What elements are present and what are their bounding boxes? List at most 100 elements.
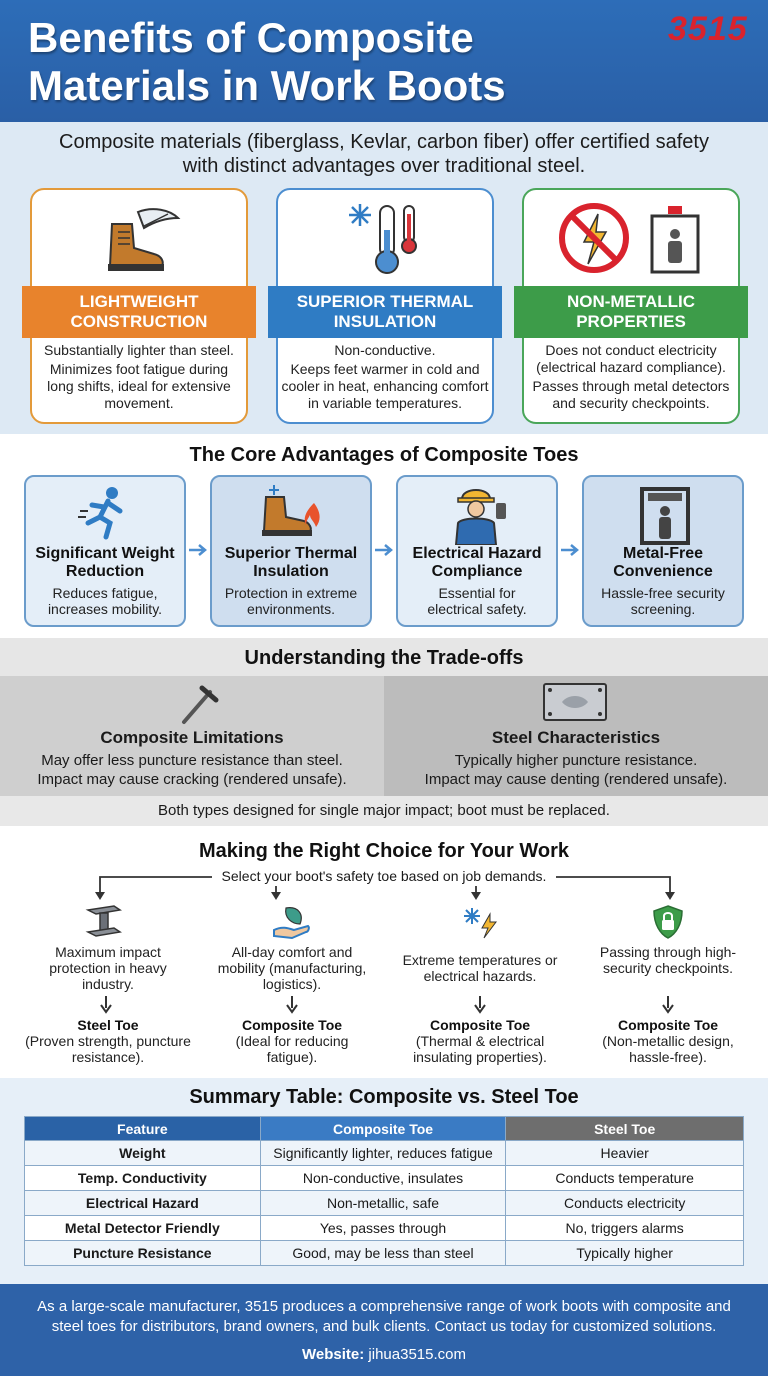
steel-characteristics-title: Steel Characteristics xyxy=(491,728,661,747)
choice-flow-lines xyxy=(95,876,675,900)
tradeoffs-note-band xyxy=(0,796,768,826)
running-person-icon xyxy=(78,487,123,540)
table-header-steel: Steel Toe xyxy=(505,1116,744,1141)
table-row: Temp. Conductivity Non-conductive, insul… xyxy=(24,1165,744,1191)
table-cell-feature: Electrical Hazard xyxy=(24,1190,261,1216)
adv-card-thermal xyxy=(210,475,372,627)
boot-feather-icon xyxy=(108,208,181,271)
hand-leaf-icon xyxy=(273,907,310,940)
header-banner xyxy=(0,0,768,122)
choice-reason-heavy: (Proven strength, puncture resistance). xyxy=(25,1033,191,1065)
adv-title-thermal: Superior Thermal Insulation xyxy=(224,545,358,580)
steel-beam-icon xyxy=(85,905,122,937)
adv-title-electrical: Electrical Hazard Compliance xyxy=(412,545,542,580)
website-link[interactable]: jihua3515.com xyxy=(368,1346,466,1363)
title-line-1: Benefits of Composite xyxy=(28,14,474,61)
boot-snow-fire-icon xyxy=(262,485,320,536)
nail-icon xyxy=(182,685,219,724)
table-header-row: Feature Composite Toe Steel Toe xyxy=(24,1116,744,1141)
adv-card-electrical xyxy=(396,475,558,627)
table-cell-steel: Typically higher xyxy=(505,1240,744,1266)
table-row: Electrical Hazard Non-metallic, safe Con… xyxy=(24,1190,744,1216)
choice-reason-extreme: (Thermal & electrical insulating propert… xyxy=(413,1033,547,1065)
summary-table: Feature Composite Toe Steel Toe Weight S… xyxy=(24,1116,744,1266)
adv-title-weight: Significant Weight Reduction xyxy=(35,545,175,580)
table-cell-feature: Metal Detector Friendly xyxy=(24,1215,261,1241)
choice-rec-heavy: Steel Toe xyxy=(77,1017,139,1033)
tradeoffs-title: Understanding the Trade-offs xyxy=(244,647,524,669)
table-cell-composite: Good, may be less than steel xyxy=(259,1240,507,1266)
arrow-down-icon xyxy=(662,996,674,1014)
card-thermal-text: Non-conductive. Keeps feet warmer in col… xyxy=(281,342,489,411)
table-cell-composite: Non-metallic, safe xyxy=(259,1190,507,1216)
adv-card-metal-free xyxy=(582,475,744,627)
adv-text-weight: Reduces fatigue, increases mobility. xyxy=(47,585,163,617)
choice-condition-heavy: Maximum impact protection in heavy indus… xyxy=(49,944,167,992)
composite-limitations-panel xyxy=(0,676,384,796)
choice-condition-security: Passing through high-security checkpoint… xyxy=(599,944,737,976)
table-cell-steel: No, triggers alarms xyxy=(505,1215,744,1241)
adv-text-thermal: Protection in extreme environments. xyxy=(224,585,358,617)
core-title: The Core Advantages of Composite Toes xyxy=(189,444,579,466)
choice-condition-extreme: Extreme temperatures or electrical hazar… xyxy=(402,952,558,984)
choice-title: Making the Right Choice for Your Work xyxy=(198,840,570,862)
table-header-composite: Composite Toe xyxy=(259,1116,507,1141)
adv-card-weight xyxy=(24,475,186,627)
choice-condition-comfort: All-day comfort and mobility (manufactur… xyxy=(217,944,367,992)
intro-text: Composite materials (fiberglass, Kevlar,… xyxy=(59,131,709,177)
table-cell-composite: Significantly lighter, reduces fatigue xyxy=(259,1140,507,1166)
snowflake-bolt-icon xyxy=(464,908,497,939)
arrow-down-icon xyxy=(474,996,486,1014)
table-cell-composite: Yes, passes through xyxy=(259,1215,507,1241)
footer-website: Website: jihua3515.com xyxy=(0,1346,768,1363)
choice-reason-comfort: (Ideal for reducing fatigue). xyxy=(235,1033,349,1065)
table-cell-steel: Conducts electricity xyxy=(505,1190,744,1216)
card-non-metallic-text: Does not conduct electricity (electrical… xyxy=(532,342,730,411)
choice-reason-security: (Non-metallic design, hassle-free). xyxy=(602,1033,734,1065)
arrow-down-icon xyxy=(286,996,298,1014)
arrow-right-icon xyxy=(561,544,579,556)
no-electricity-metal-detector-icon xyxy=(559,203,700,274)
table-cell-steel: Heavier xyxy=(505,1140,744,1166)
composite-limitations-title: Composite Limitations xyxy=(100,728,284,747)
table-cell-composite: Non-conductive, insulates xyxy=(259,1165,507,1191)
table-row: Weight Significantly lighter, reduces fa… xyxy=(24,1140,744,1166)
adv-text-electrical: Essential for electrical safety. xyxy=(427,585,527,617)
steel-characteristics-panel xyxy=(384,676,768,796)
website-label: Website: xyxy=(302,1346,365,1363)
table-cell-feature: Puncture Resistance xyxy=(24,1240,261,1266)
table-row: Puncture Resistance Good, may be less th… xyxy=(24,1240,744,1266)
table-header-feature: Feature xyxy=(24,1116,261,1141)
shield-lock-icon xyxy=(653,905,683,939)
arrow-right-icon xyxy=(189,544,207,556)
arrow-right-icon xyxy=(375,544,393,556)
summary-title: Summary Table: Composite vs. Steel Toe xyxy=(189,1086,579,1108)
table-cell-feature: Temp. Conductivity xyxy=(24,1165,261,1191)
tradeoffs-note: Both types designed for single major imp… xyxy=(158,802,610,819)
steel-plate-icon xyxy=(543,683,607,721)
choice-rec-security: Composite Toe xyxy=(617,1017,719,1033)
electrician-icon xyxy=(454,489,506,545)
choice-rec-comfort: Composite Toe xyxy=(241,1017,343,1033)
choice-subtitle: Select your boot's safety toe based on j… xyxy=(212,868,556,884)
title-line-2: Materials in Work Boots xyxy=(28,62,506,109)
composite-limitations-text: May offer less puncture resistance than … xyxy=(37,752,347,788)
adv-text-metal-free: Hassle-free security screening. xyxy=(601,585,725,617)
footer-text: As a large-scale manufacturer, 3515 prod… xyxy=(37,1298,731,1335)
adv-title-metal-free: Metal-Free Convenience xyxy=(613,545,713,580)
thermometer-snowflake-icon xyxy=(349,204,417,274)
brand-logo: 3515 xyxy=(668,10,748,48)
table-row: Metal Detector Friendly Yes, passes thro… xyxy=(24,1215,744,1241)
security-gate-icon xyxy=(640,487,690,545)
tradeoffs-header-band xyxy=(0,638,768,676)
table-cell-feature: Weight xyxy=(24,1140,261,1166)
card-non-metallic xyxy=(522,188,740,424)
page-title: Benefits of Composite Materials in Work … xyxy=(28,14,628,110)
choice-rec-extreme: Composite Toe xyxy=(429,1017,531,1033)
card-lightweight-text: Substantially lighter than steel. Minimi… xyxy=(44,342,234,411)
footer xyxy=(0,1284,768,1376)
table-cell-steel: Conducts temperature xyxy=(505,1165,744,1191)
